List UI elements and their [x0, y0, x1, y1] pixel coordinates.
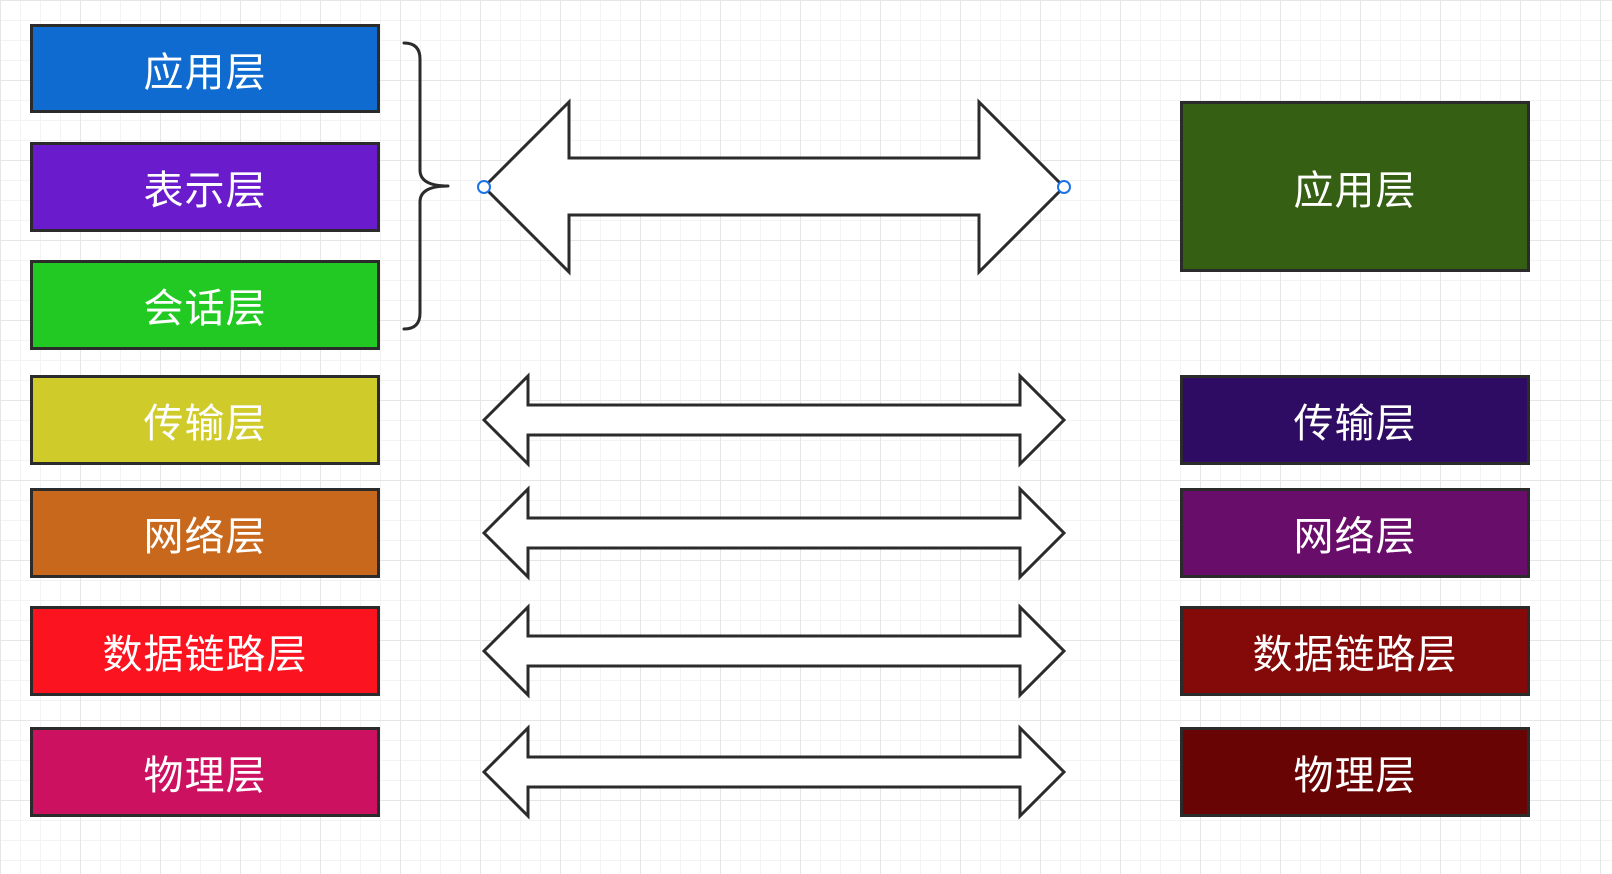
right-network-layer-label: 网络层 [1293, 514, 1417, 560]
left-presentation-layer-label: 表示层 [143, 168, 267, 214]
right-transport-layer-label: 传输层 [1293, 401, 1417, 447]
right-physical-layer[interactable]: 物理层 [1180, 727, 1530, 817]
left-application-layer-label: 应用层 [143, 49, 267, 96]
left-session-layer[interactable]: 会话层 [30, 260, 380, 350]
arrow-handle-left[interactable] [477, 180, 491, 194]
right-transport-layer[interactable]: 传输层 [1180, 375, 1530, 465]
right-physical-layer-label: 物理层 [1293, 753, 1417, 799]
right-data-link-layer[interactable]: 数据链路层 [1180, 606, 1530, 696]
double-arrow-network[interactable] [481, 485, 1067, 581]
left-presentation-layer[interactable]: 表示层 [30, 142, 380, 232]
left-data-link-layer[interactable]: 数据链路层 [30, 606, 380, 696]
left-transport-layer-label: 传输层 [143, 401, 267, 447]
left-network-layer-label: 网络层 [143, 514, 267, 560]
left-transport-layer[interactable]: 传输层 [30, 375, 380, 465]
left-application-layer[interactable]: 应用层 [30, 24, 380, 113]
grouping-brace[interactable] [402, 41, 450, 331]
right-application-layer-label: 应用层 [1293, 167, 1417, 214]
left-physical-layer-label: 物理层 [143, 753, 267, 799]
double-arrow-physical[interactable] [481, 724, 1067, 820]
right-application-layer[interactable]: 应用层 [1180, 101, 1530, 272]
double-arrow-data-link[interactable] [481, 603, 1067, 699]
left-network-layer[interactable]: 网络层 [30, 488, 380, 578]
right-network-layer[interactable]: 网络层 [1180, 488, 1530, 578]
double-arrow-transport[interactable] [481, 372, 1067, 468]
double-arrow-application[interactable] [481, 98, 1067, 276]
left-physical-layer[interactable]: 物理层 [30, 727, 380, 817]
arrow-handle-right[interactable] [1057, 180, 1071, 194]
right-data-link-layer-label: 数据链路层 [1252, 632, 1458, 678]
left-session-layer-label: 会话层 [143, 286, 267, 332]
left-data-link-layer-label: 数据链路层 [102, 632, 308, 678]
